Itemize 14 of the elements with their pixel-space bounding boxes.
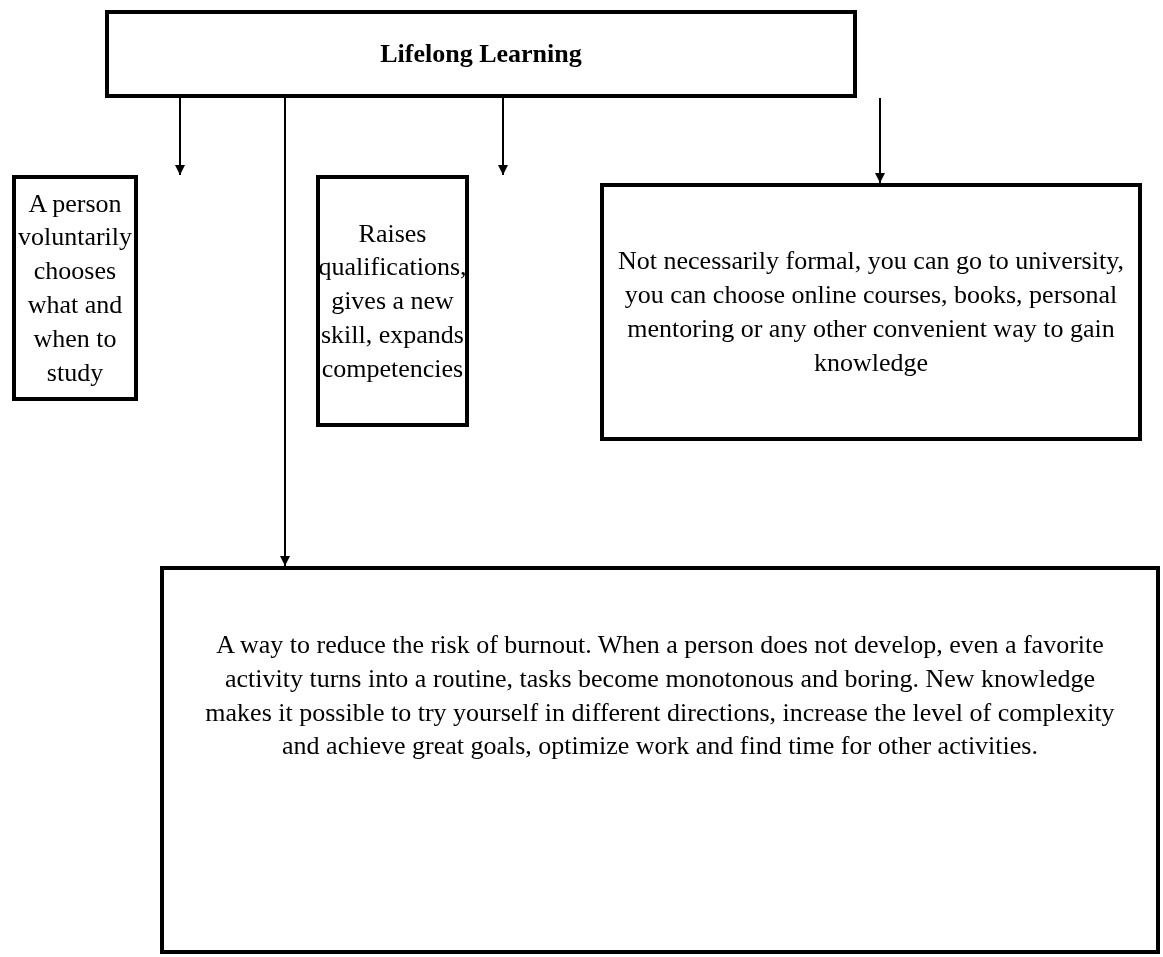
text-box [600, 183, 1142, 441]
text-box [316, 175, 469, 427]
text-box [12, 175, 138, 401]
arrow [175, 97, 185, 176]
description-text: Not necessarily formal, you can go to university, you can choose online courses, books, personal mentoring or any other convenient way to gain knowledge [617, 245, 1125, 379]
arrow [498, 97, 508, 176]
arrow [280, 97, 290, 567]
description-text: A way to reduce the risk of burnout. When a person does not develop, even a favorite activity turns into a routine, tasks become monotonous and boring. New knowledge makes it possible to try yourself in different directions, increase the level of complexity and achieve great goals, optimize work and find time for other activities. [204, 629, 1116, 763]
description-text: A person voluntarily chooses what and when to study [17, 187, 133, 389]
text-box [160, 566, 1160, 954]
arrow [875, 97, 885, 184]
heading: Lifelong Learning [380, 38, 582, 71]
title-box [105, 10, 857, 98]
description-text: Raises qualifications, gives a new skill, expands competencies [318, 217, 467, 385]
